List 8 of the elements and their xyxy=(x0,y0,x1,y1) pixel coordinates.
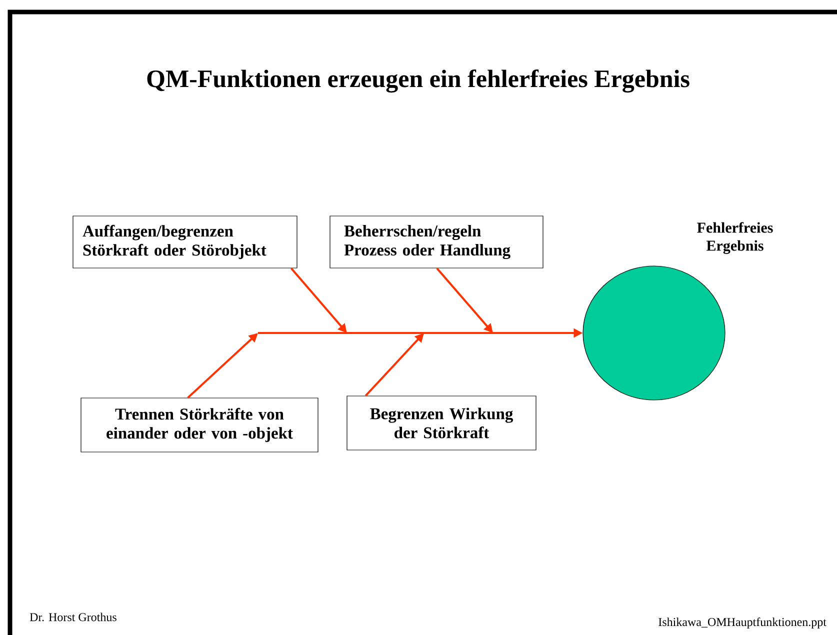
process-box: Auffangen/begrenzen Störkraft oder Störobjekt xyxy=(72,216,298,268)
process-box: Begrenzen Wirkung der Störkraft xyxy=(346,396,536,450)
footer-text: Ishikawa_OMHauptfunktionen.ppt xyxy=(658,618,826,628)
node-label: Fehlerfreies Ergebnis xyxy=(697,222,773,254)
process-box: Beherrschen/regeln Prozess oder Handlung xyxy=(330,216,544,268)
footer-text: Dr. Horst Grothus xyxy=(30,612,116,622)
title: QM-Funktionen erzeugen ein fehlerfreies Ergebnis xyxy=(147,69,690,93)
process-box: Trennen Störkräfte von einander oder von -objekt xyxy=(80,398,318,452)
